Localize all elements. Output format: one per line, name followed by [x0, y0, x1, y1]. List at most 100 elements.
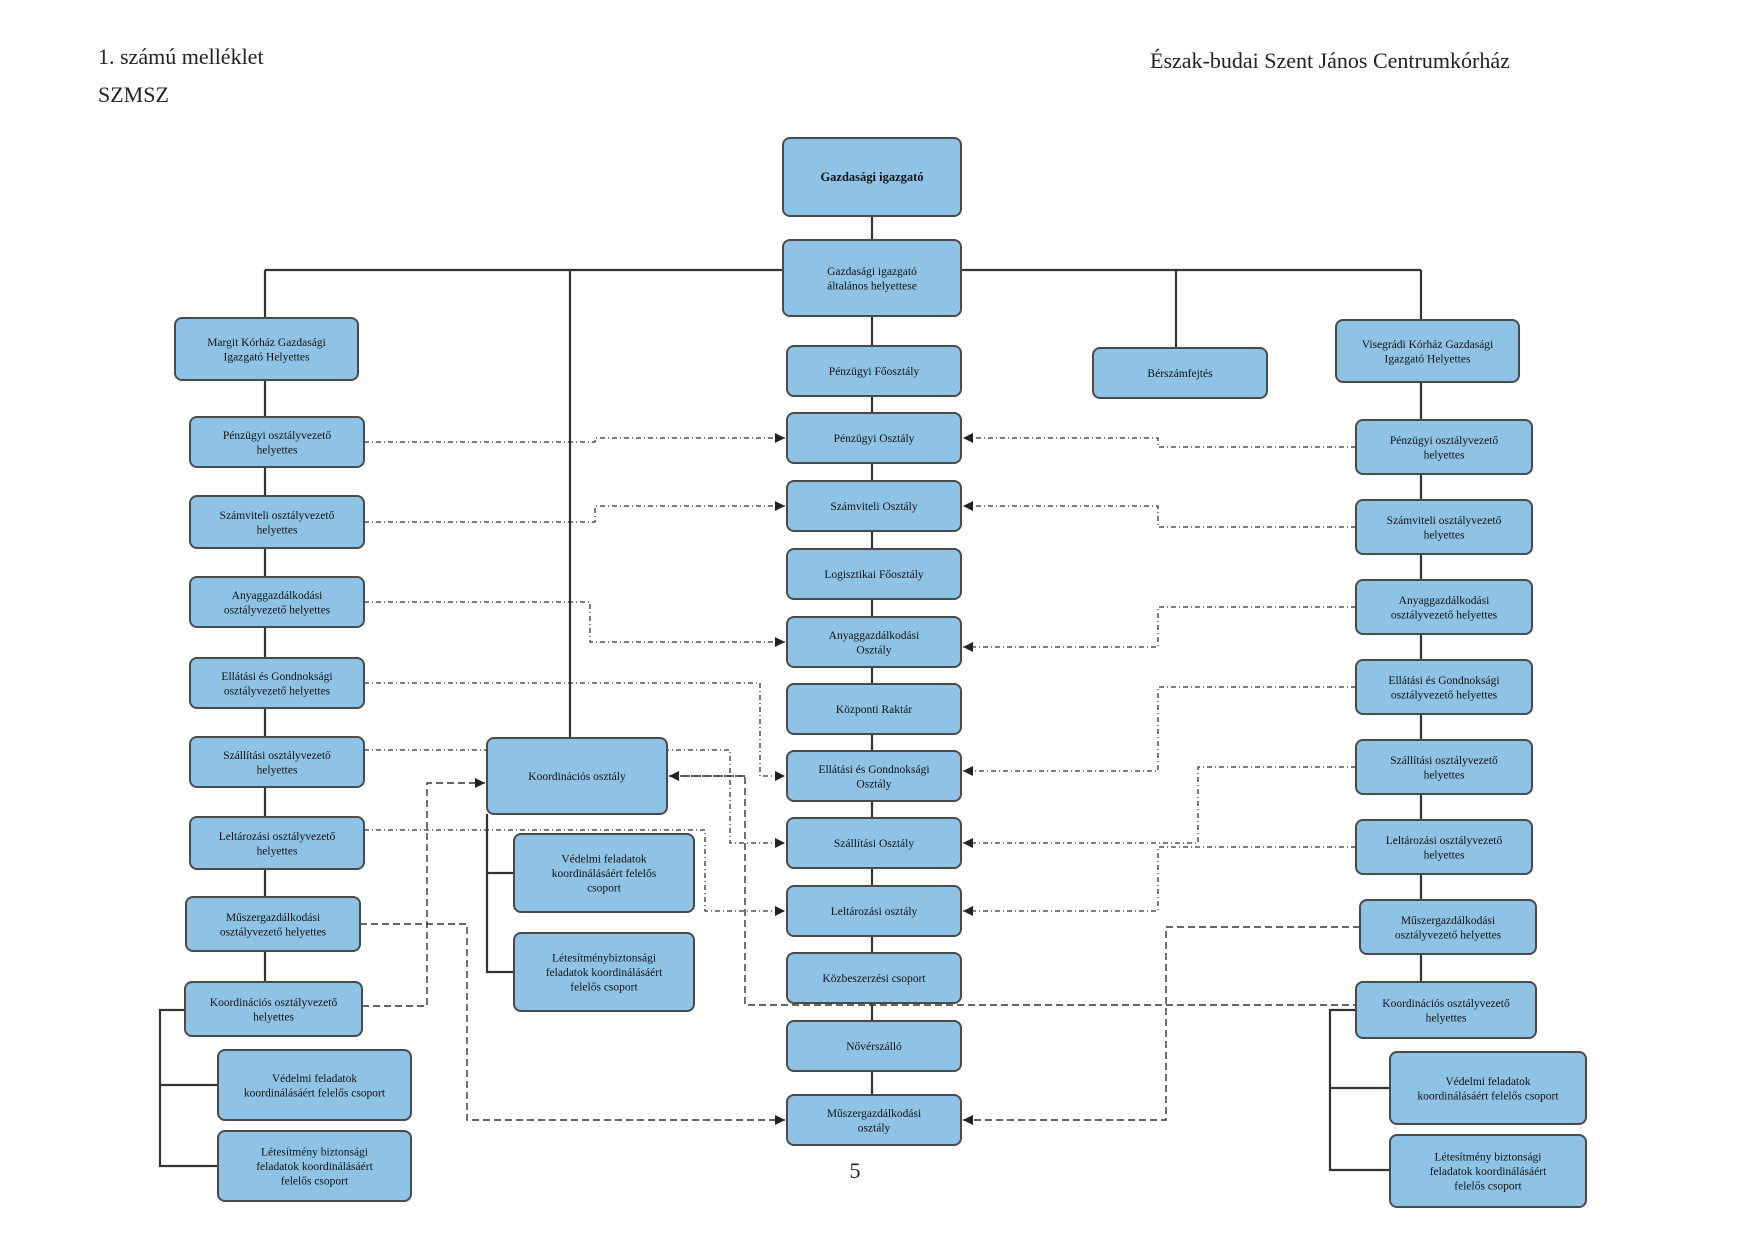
org-unit-lbk: Létesítménybiztonsági feladatok koordinál…	[513, 932, 695, 1012]
org-unit-kbcs: Közbeszerzési csoport	[786, 952, 962, 1004]
arrow-head	[775, 838, 785, 848]
org-unit-label: koordinálásáért felelős	[552, 868, 657, 880]
org-unit-box	[1355, 981, 1537, 1039]
org-unit-box	[1355, 819, 1533, 875]
org-unit-label: Koordinációs osztály	[528, 771, 626, 783]
org-unit-label: Számviteli osztályvezető	[1387, 515, 1502, 527]
org-unit-label: Margit Kórház Gazdasági	[207, 337, 326, 349]
arrow-head	[669, 771, 679, 781]
org-unit-box	[786, 1020, 962, 1072]
org-unit-box	[1335, 319, 1520, 383]
org-unit-label: helyettes	[257, 524, 298, 536]
org-unit-label: Ellátási és Gondnoksági	[818, 764, 929, 776]
link-m3-ao	[364, 601, 785, 643]
org-unit-label: helyettes	[1424, 769, 1465, 781]
link-ko-v8	[669, 775, 1356, 1006]
page-number: 5	[850, 1158, 861, 1183]
org-unit-label: Létesítmény biztonsági	[1435, 1152, 1542, 1164]
org-unit-box	[786, 345, 962, 397]
org-unit-box	[189, 495, 365, 549]
org-unit-lto: Leltározási osztály	[786, 885, 962, 937]
link-m1-po	[364, 437, 785, 443]
org-unit-label: Létesítmény biztonsági	[261, 1147, 368, 1159]
org-unit-label: Ellátási és Gondnoksági	[221, 671, 332, 683]
org-unit-box	[1092, 347, 1268, 399]
link-v7-mgo	[963, 926, 1360, 1121]
org-unit-box	[1389, 1134, 1587, 1208]
org-unit-label: feladatok koordinálásáért	[256, 1161, 373, 1173]
org-unit-label: Osztály	[856, 644, 891, 656]
org-unit-box	[1359, 899, 1537, 955]
arrow-head	[775, 501, 785, 511]
org-unit-box	[782, 239, 962, 317]
org-unit-box	[786, 616, 962, 668]
org-unit-label: feladatok koordinálásáért	[546, 967, 663, 979]
org-unit-label: osztályvezető helyettes	[220, 926, 327, 938]
org-unit-m7: Műszergazdálkodási osztályvezető helyette…	[185, 896, 361, 952]
org-unit-box	[184, 981, 363, 1037]
org-unit-label: Nővérszálló	[846, 1041, 902, 1053]
org-unit-szo: Számviteli Osztály	[786, 480, 962, 532]
link-v3-ao	[963, 606, 1356, 648]
org-unit-box	[189, 736, 365, 788]
org-unit-label: Központi Raktár	[836, 704, 912, 716]
org-unit-box	[174, 317, 359, 381]
link-v2-szo	[963, 505, 1356, 528]
org-unit-label: koordinálásáért felelős csoport	[1417, 1090, 1559, 1102]
org-unit-label: Igazgató Helyettes	[1385, 353, 1471, 365]
org-unit-label: helyettes	[257, 444, 298, 456]
org-unit-label: Pénzügyi Osztály	[834, 433, 915, 445]
org-unit-label: Szállítási osztályvezető	[1390, 755, 1498, 767]
org-unit-label: Védelmi feladatok	[561, 854, 647, 866]
org-unit-m9: Védelmi feladatok koordinálásáért felelős…	[217, 1049, 412, 1121]
link-v4-ego	[963, 686, 1356, 772]
institution-name: Észak-budai Szent János Centrumkórház	[1150, 48, 1510, 73]
arrow-head	[963, 766, 973, 776]
arrow-head	[963, 1115, 973, 1125]
org-unit-label: csoport	[587, 883, 622, 895]
org-unit-box	[1355, 659, 1533, 715]
org-unit-po: Pénzügyi Osztály	[786, 412, 962, 464]
org-unit-label: osztályvezető helyettes	[1395, 929, 1502, 941]
org-unit-label: helyettes	[1424, 849, 1465, 861]
arrow-head	[775, 1115, 785, 1125]
org-unit-label: Visegrádi Kórház Gazdasági	[1362, 339, 1494, 351]
org-unit-box	[786, 412, 962, 464]
org-unit-label: Műszergazdálkodási	[1401, 915, 1495, 927]
org-unit-vfk: Védelmi feladatok koordinálásáért felelős…	[513, 833, 695, 913]
org-unit-label: Gazdasági igazgató	[827, 266, 917, 278]
org-unit-label: Műszergazdálkodási	[226, 912, 320, 924]
org-unit-label: Védelmi feladatok	[272, 1073, 358, 1085]
org-unit-label: Létesítménybiztonsági	[552, 953, 656, 965]
org-unit-box	[786, 952, 962, 1004]
org-unit-box	[1355, 419, 1533, 475]
org-unit-ko: Koordinációs osztály	[486, 737, 668, 815]
org-unit-label: Leltározási osztály	[831, 906, 918, 918]
org-unit-label: osztályvezető helyettes	[1391, 689, 1498, 701]
org-unit-label: felelős csoport	[281, 1176, 349, 1188]
org-unit-box	[185, 896, 361, 952]
org-unit-label: helyettes	[253, 1011, 294, 1023]
org-unit-label: koordinálásáért felelős csoport	[244, 1087, 386, 1099]
org-unit-label: Osztály	[856, 778, 891, 790]
org-unit-box	[782, 137, 962, 217]
arrow-head	[775, 433, 785, 443]
org-unit-label: osztályvezető helyettes	[1391, 609, 1498, 621]
org-unit-label: Gazdasági igazgató	[820, 170, 923, 184]
org-unit-box	[786, 1094, 962, 1146]
org-unit-box	[189, 657, 365, 709]
arrow-head	[963, 433, 973, 443]
org-unit-gi: Gazdasági igazgató	[782, 137, 962, 217]
org-unit-sziao: Szállítási Osztály	[786, 817, 962, 869]
